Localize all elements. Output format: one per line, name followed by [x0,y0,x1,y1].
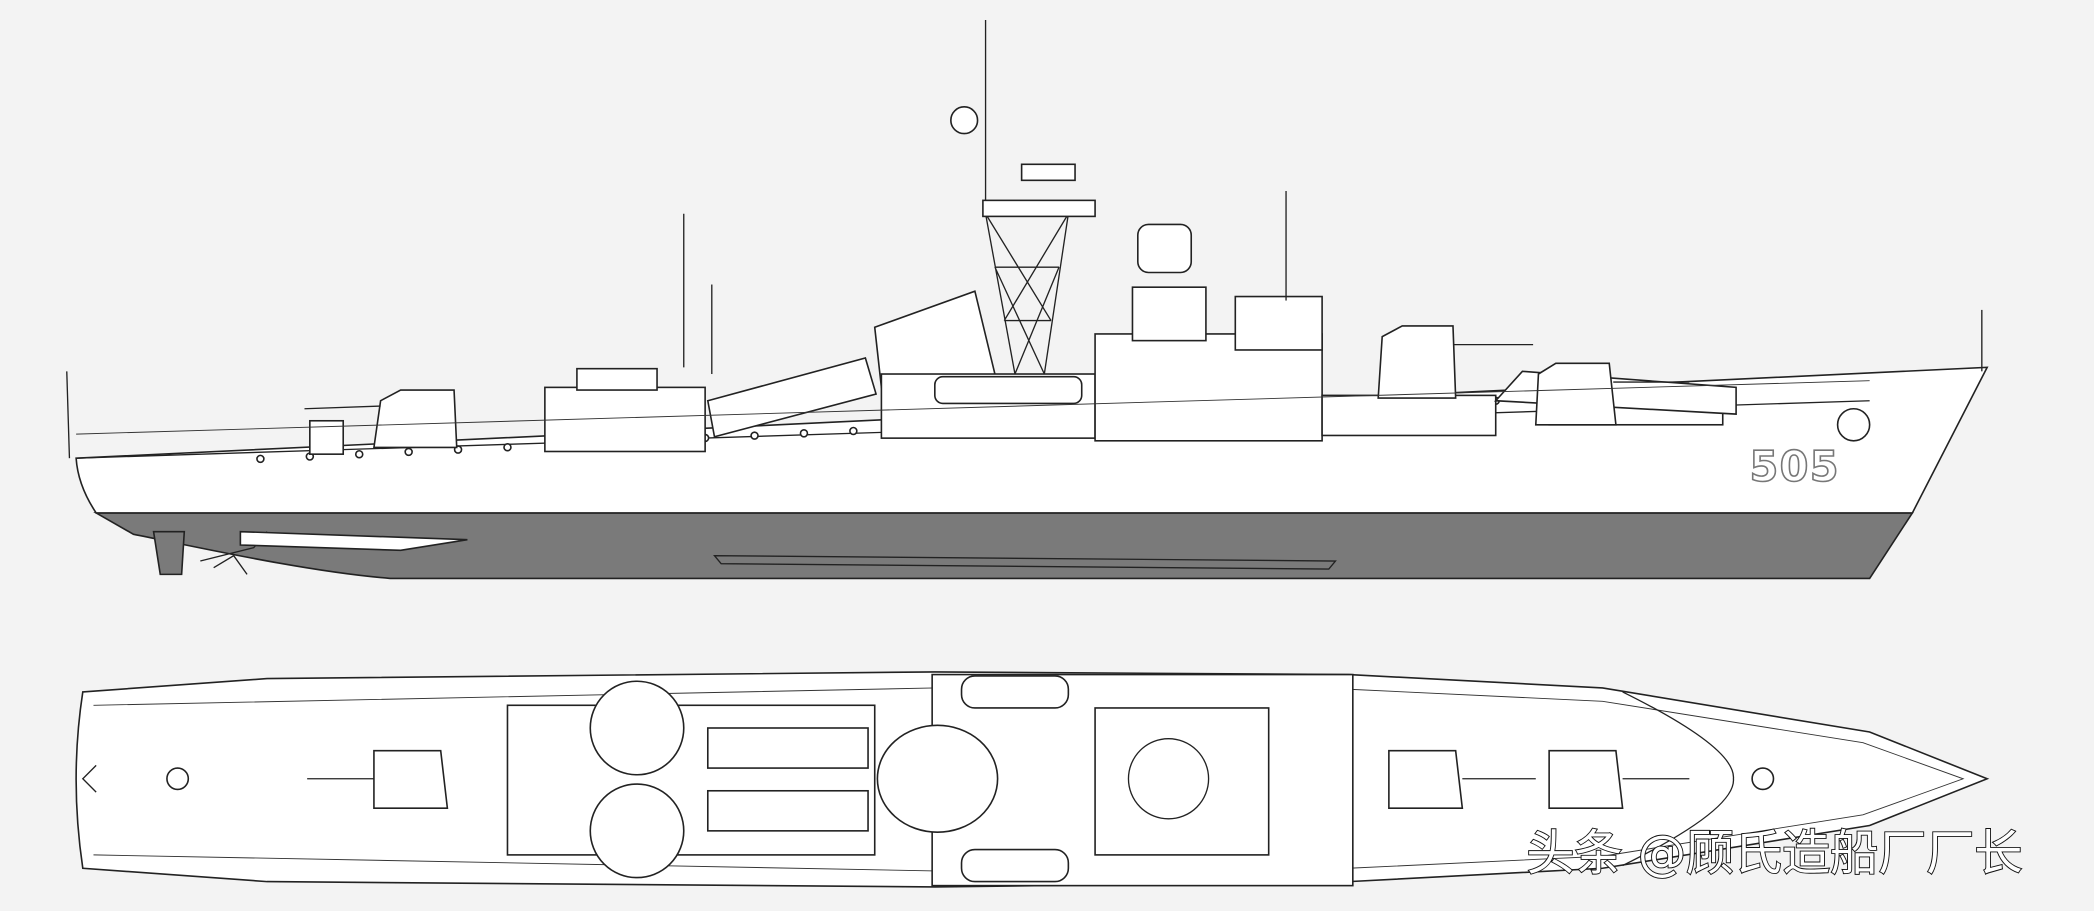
porthole [849,426,858,436]
watermark: 头条 @顾氏造船厂厂长 [1526,826,2022,882]
side-profile-view: 505 [66,20,1989,580]
hull-topside [75,366,1989,514]
top-plan-view [75,671,1990,888]
porthole [799,429,809,438]
hull-number: 505 [1749,443,1839,491]
porthole [503,442,512,452]
porthole [354,449,364,459]
anchor [1836,407,1871,442]
rudder-propeller [152,530,468,576]
porthole [256,454,265,464]
porthole [404,447,413,457]
guard-rail [76,380,1870,435]
bilge-keel [713,555,1337,570]
gun-turrets [304,325,1690,449]
masts [66,20,1983,459]
porthole [750,431,759,440]
